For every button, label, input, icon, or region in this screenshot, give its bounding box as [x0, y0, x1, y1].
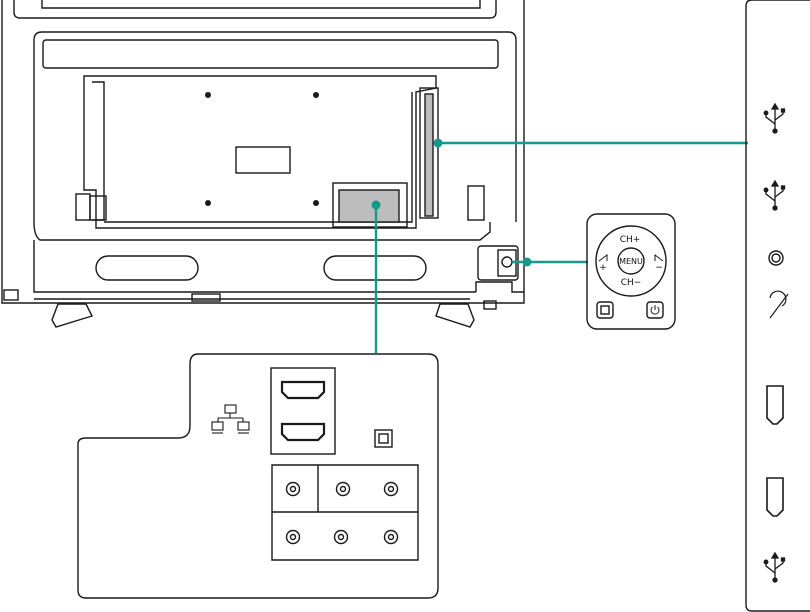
- hdmi-port-1: [282, 382, 324, 398]
- rear-ports-panel: [78, 354, 438, 598]
- antenna-port: [769, 251, 783, 265]
- tv-outer-frame: [2, 0, 524, 303]
- volume-down-label: +: [599, 263, 607, 273]
- rca-jack: [385, 483, 398, 496]
- right-foot: [484, 301, 496, 309]
- optical-audio-port-inner: [379, 434, 388, 443]
- usb-icon-3: [764, 553, 784, 582]
- volume-up-label: −: [655, 263, 663, 273]
- label-plate: [236, 147, 290, 173]
- input-source-glyph: [601, 306, 609, 314]
- ch-down-label: CH−: [621, 278, 642, 288]
- hdmi-port-2: [282, 424, 324, 440]
- rear-ports-panel-outline: [78, 354, 438, 598]
- callout-dot-rear: [372, 201, 381, 210]
- tv-inner-frame: [34, 32, 516, 222]
- side-ports-panel: [746, 0, 810, 611]
- ch-up-label: CH+: [620, 235, 641, 245]
- rca-jack: [287, 531, 300, 544]
- side-port-strip: [425, 94, 433, 216]
- usb-icon-1: [764, 104, 784, 133]
- left-stand: [52, 304, 92, 327]
- callout-dot-side: [434, 139, 443, 148]
- left-speaker-slot: [96, 256, 198, 280]
- rca-jack: [335, 531, 348, 544]
- rca-jack: [337, 483, 350, 496]
- menu-label: MENU: [619, 257, 643, 266]
- right-stand: [436, 304, 474, 327]
- hdmi-port-side-2: [767, 478, 783, 516]
- tv-top-rim: [14, 0, 496, 18]
- callout-dot-control: [523, 258, 532, 267]
- rca-block: [272, 465, 418, 560]
- power-icon: [651, 305, 659, 314]
- tv-back-view: [2, 0, 524, 327]
- vesa-screws: [205, 92, 319, 206]
- tv-bottom-line: [34, 240, 476, 292]
- rca-jack: [287, 483, 300, 496]
- bottom-tab-center: [192, 294, 220, 301]
- usb-icon-2: [764, 181, 784, 210]
- tv-top-rim-inner: [42, 0, 480, 8]
- volume-down-wedge: [599, 255, 607, 261]
- rca-jacks: [287, 483, 398, 544]
- rear-port-area: [339, 190, 399, 222]
- rear-small-rect: [468, 186, 484, 220]
- volume-up-wedge: [655, 255, 663, 261]
- headphone-port: [770, 291, 788, 318]
- tv-bottom-line-2: [476, 282, 524, 292]
- lan-network-icon: [212, 405, 249, 433]
- input-source-icon: [597, 302, 613, 318]
- hdmi-port-side-1: [767, 386, 783, 424]
- control-joystick: [502, 257, 512, 267]
- rear-vent-strip: [43, 40, 498, 68]
- side-ports-outline: [746, 0, 810, 611]
- tv-lower-body: [34, 222, 490, 240]
- rca-jack: [385, 531, 398, 544]
- left-side-connector: [76, 194, 90, 220]
- rear-cover-inner: [92, 82, 104, 220]
- bottom-tab-left: [4, 290, 18, 300]
- optical-audio-port: [375, 430, 392, 447]
